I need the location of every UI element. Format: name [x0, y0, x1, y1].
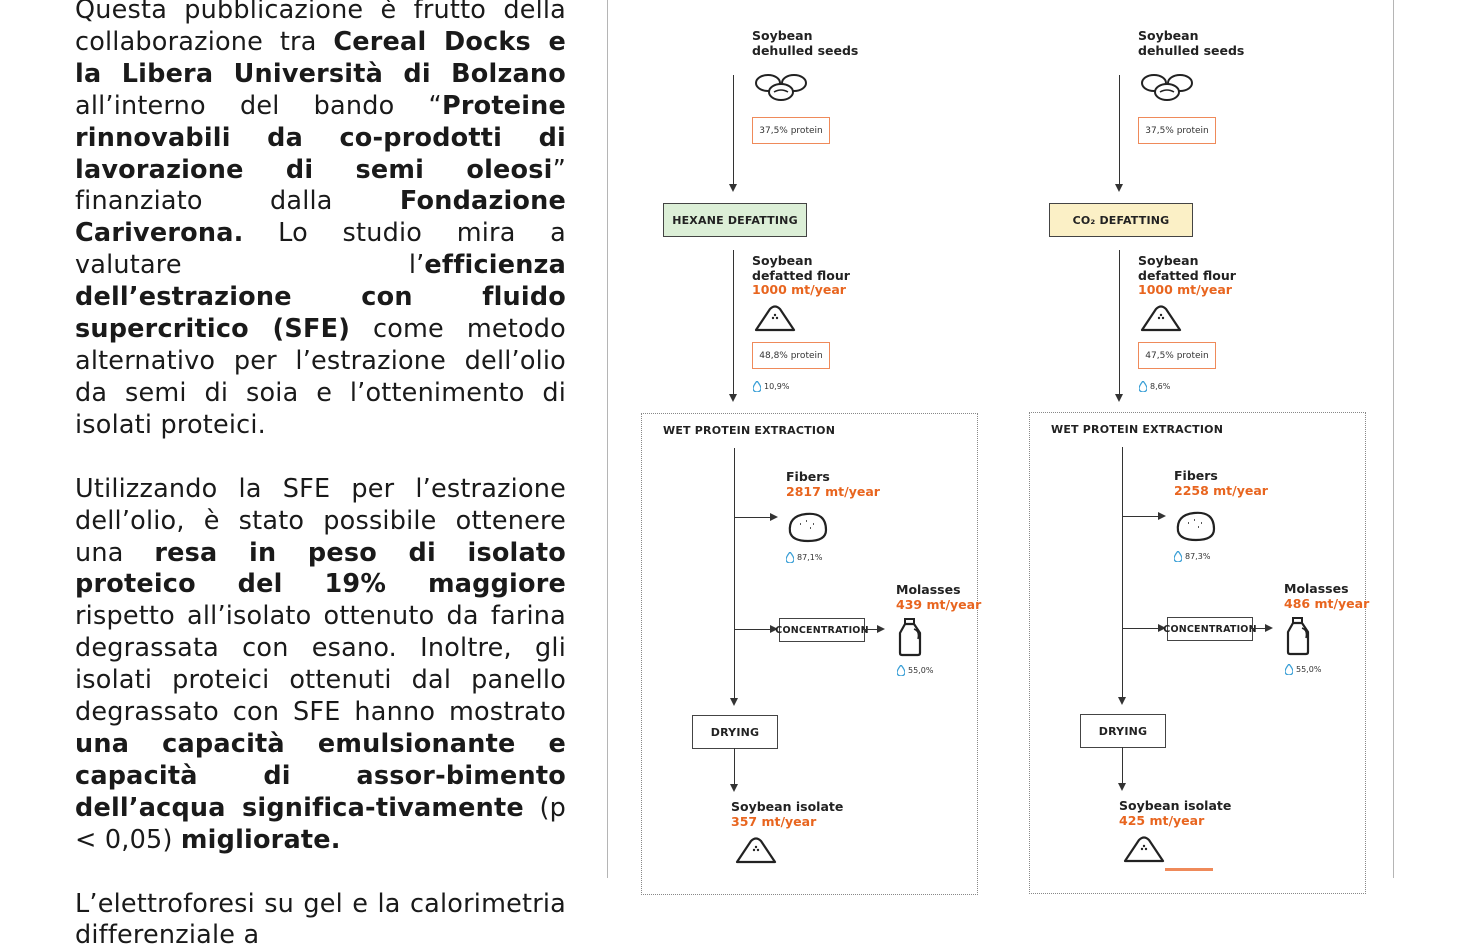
concentration-step: CONCENTRATION — [1163, 617, 1257, 641]
text-run: rispetto all’isolato ottenuto da farina … — [75, 601, 566, 728]
molasses-jug-icon — [898, 618, 922, 657]
arrow-right-icon — [770, 625, 778, 633]
process-figure-frame — [607, 0, 1394, 878]
paragraph-methods: L’elettroforesi su gel e la calorimetria… — [75, 889, 566, 952]
flow-line — [1119, 75, 1121, 184]
arrow-right-icon — [770, 513, 778, 521]
arrow-down-icon — [730, 784, 738, 792]
water-drop-icon — [897, 665, 905, 676]
drying-step: DRYING — [692, 715, 778, 749]
water-drop-icon — [1285, 664, 1293, 675]
arrow-down-icon — [729, 394, 737, 402]
wpe-title: WET PROTEIN EXTRACTION — [1051, 423, 1224, 436]
bold-text-run: Fondazione Cariverona. — [75, 186, 566, 249]
isolate-pile-icon — [1123, 836, 1165, 863]
water-drop-icon — [753, 381, 761, 392]
arrow-right-icon — [1158, 512, 1166, 520]
article-text: Questa pubblicazione è frutto della coll… — [75, 0, 566, 952]
flow-line — [733, 75, 735, 184]
flow-line — [1122, 516, 1158, 518]
bold-text-run: una capacità emulsionante e capacità di … — [75, 728, 566, 823]
water-drop-icon — [1139, 381, 1147, 392]
flow-line — [1119, 250, 1121, 394]
arrow-down-icon — [1118, 783, 1126, 791]
seed-protein-box: 37,5% protein — [752, 117, 830, 144]
text-run: Utilizzando la SFE per l’estrazione dell… — [75, 473, 566, 568]
flow-line — [733, 250, 735, 394]
flow-line — [1122, 447, 1124, 697]
seed-protein-box: 37,5% protein — [1138, 117, 1216, 144]
flour-pile-icon — [1140, 305, 1182, 332]
text-run: L’elettroforesi su gel e la calorimetria… — [75, 888, 566, 951]
flour-moisture: 10,9% — [753, 381, 789, 392]
isolate-pile-icon — [735, 837, 777, 864]
molasses-moisture: 55,0% — [897, 665, 933, 676]
drying-step: DRYING — [1080, 714, 1166, 748]
flow-line — [734, 629, 770, 631]
paragraph-results: Utilizzando la SFE per l’estrazione dell… — [75, 474, 566, 857]
fibers-moisture: 87,3% — [1174, 551, 1210, 562]
text-run: (p < 0,05) — [75, 792, 567, 855]
flow-line — [863, 629, 877, 631]
isolate-protein-box-edge — [1165, 868, 1213, 871]
bold-text-run: resa in peso di isolato proteico del 19%… — [75, 537, 566, 600]
paragraph-intro: Questa pubblicazione è frutto della coll… — [75, 0, 566, 442]
co2-defatting-step: CO₂ DEFATTING — [1049, 203, 1193, 237]
wpe-title: WET PROTEIN EXTRACTION — [663, 424, 836, 437]
text-run: Questa pubblicazione è frutto della coll… — [75, 0, 566, 57]
flow-line — [1122, 628, 1158, 630]
molasses-moisture: 55,0% — [1285, 664, 1321, 675]
arrow-down-icon — [730, 698, 738, 706]
water-drop-icon — [786, 552, 794, 563]
bold-text-run: efficienza dell’estrazione con fluido su… — [75, 250, 566, 345]
fibers-icon — [1176, 511, 1216, 542]
concentration-step: CONCENTRATION — [775, 618, 869, 642]
text-run: all’interno del bando “ — [75, 90, 442, 121]
hexane-defatting-step: HEXANE DEFATTING — [663, 203, 807, 237]
arrow-right-icon — [1158, 624, 1166, 632]
arrow-down-icon — [1118, 697, 1126, 705]
bold-text-run: Proteine rinnovabili da co-prodotti di l… — [75, 90, 566, 185]
flow-line — [734, 517, 770, 519]
flow-line — [1251, 628, 1265, 630]
arrow-right-icon — [877, 625, 885, 633]
fibers-icon — [788, 512, 828, 543]
arrow-down-icon — [729, 184, 737, 192]
water-drop-icon — [1174, 551, 1182, 562]
soybean-seeds-icon — [755, 74, 807, 101]
arrow-right-icon — [1265, 624, 1273, 632]
fibers-moisture: 87,1% — [786, 552, 822, 563]
bold-text-run: migliorate. — [180, 824, 341, 855]
flow-line — [734, 748, 736, 784]
arrow-down-icon — [1115, 394, 1123, 402]
flour-protein-box: 48,8% protein — [752, 342, 830, 369]
flour-moisture: 8,6% — [1139, 381, 1170, 392]
flour-pile-icon — [754, 305, 796, 332]
soybean-seeds-icon — [1141, 74, 1193, 101]
text-run: Lo studio mira a valutare l’ — [75, 218, 566, 281]
flow-line — [734, 448, 736, 698]
bold-text-run: Cereal Docks e la Libera Università di B… — [75, 26, 566, 89]
arrow-down-icon — [1115, 184, 1123, 192]
molasses-jug-icon — [1286, 617, 1310, 656]
text-run: ” finanziato dalla — [75, 154, 566, 217]
flow-line — [1122, 747, 1124, 783]
flour-protein-box: 47,5% protein — [1138, 342, 1216, 369]
text-run: come metodo alternativo per l’estrazione… — [75, 314, 566, 440]
